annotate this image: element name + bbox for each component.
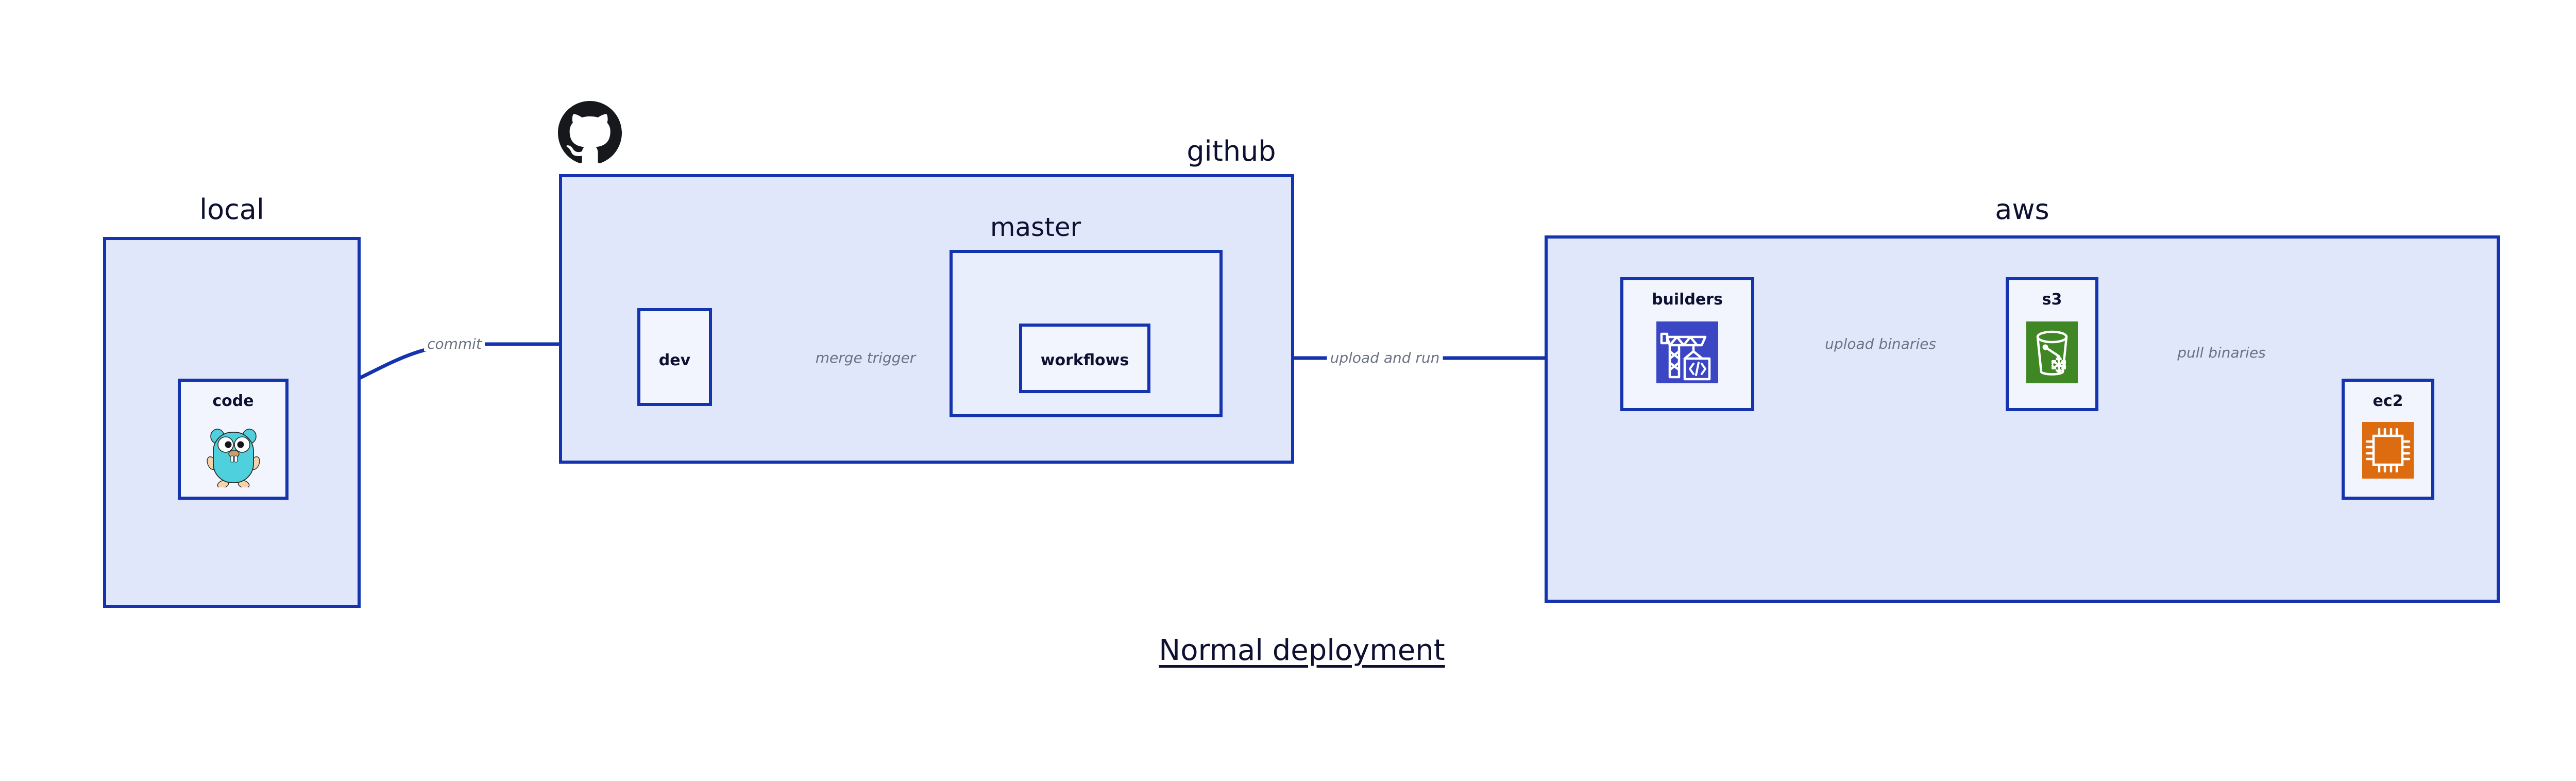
node-label-ec2: ec2 [2372,392,2403,410]
go-gopher-icon [205,423,262,489]
edge-label-pull-binaries: pull binaries [2174,346,2269,360]
node-builders[interactable]: builders [1620,277,1754,411]
node-label-builders: builders [1652,291,1723,309]
subgroup-title-master: master [990,212,1081,242]
node-code[interactable]: code [178,379,289,500]
node-dev[interactable]: dev [637,308,712,406]
node-ec2[interactable]: ec2 [2342,379,2434,500]
group-title-aws: aws [1995,193,2049,226]
crane-code-icon [1656,321,1718,383]
node-workflows[interactable]: workflows [1019,324,1150,393]
edge-label-commit: commit [424,337,485,351]
node-label-code: code [212,392,254,410]
diagram-title: Normal deployment [1159,634,1445,667]
bucket-snowflake-icon [2026,321,2078,383]
node-label-s3: s3 [2042,291,2062,309]
node-s3[interactable]: s3 [2006,277,2098,411]
edge-label-upload-and-run: upload and run [1327,351,1443,365]
node-label-dev: dev [658,351,691,369]
cpu-chip-icon [2362,422,2414,479]
edge-label-upload-binaries: upload binaries [1822,337,1939,351]
group-title-github: github [1187,135,1276,167]
node-label-workflows: workflows [1040,351,1129,369]
github-octocat-icon [558,101,622,165]
group-title-local: local [199,193,264,226]
edge-label-merge-trigger: merge trigger [812,351,919,365]
